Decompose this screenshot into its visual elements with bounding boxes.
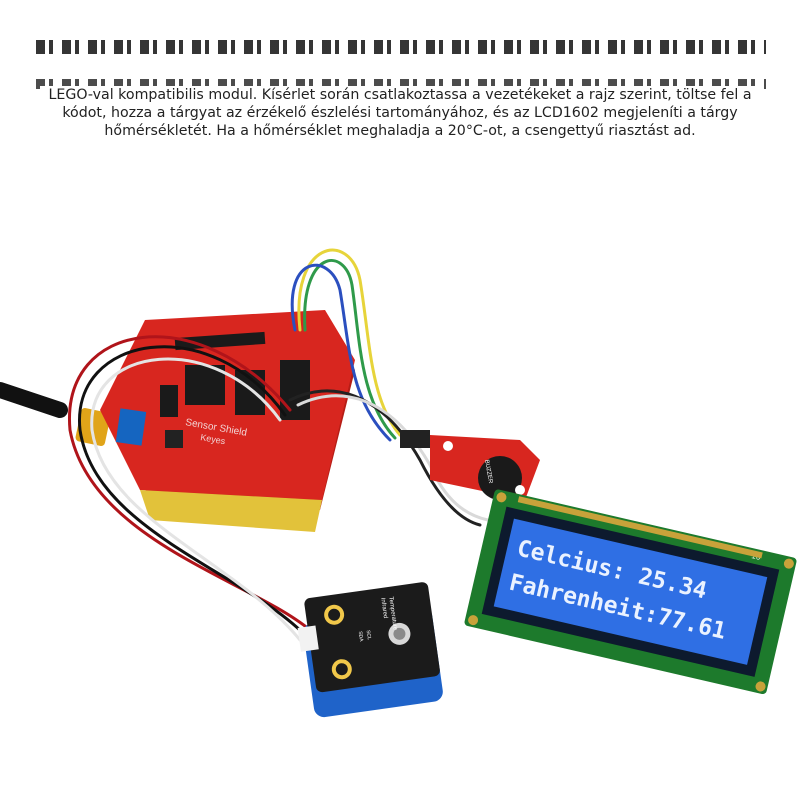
wire-black-loop <box>78 345 307 637</box>
wire-green <box>303 259 397 440</box>
caption-area: LEGO-val kompatibilis modul. Kísérlet so… <box>0 0 800 160</box>
garbled-text-line <box>36 79 766 89</box>
garbled-text-line <box>36 40 766 54</box>
shield-label-2: Keyes <box>200 432 227 446</box>
lcd1602-module: Celcius: 25.34 Fahrenheit:77.61 16 <box>464 489 797 695</box>
buzzer-module: BUZZER <box>400 430 540 500</box>
wire-yellow <box>297 248 402 437</box>
terminal-block <box>115 408 147 446</box>
reset-button <box>165 430 183 448</box>
wire-white <box>296 394 490 522</box>
usb-cable <box>0 382 68 418</box>
sensor-pin-1: SDA <box>357 631 364 643</box>
caption-text: LEGO-val kompatibilis modul. Kísérlet so… <box>40 86 760 140</box>
sensor-pin-2: SCL <box>365 630 372 641</box>
sensor-shield: Sensor Shield Keyes <box>100 310 355 532</box>
wire-white-loop <box>90 357 302 642</box>
temperature-sensor-block: Temperature Infrared SDA SCL <box>297 582 443 718</box>
buzzer-label: BUZZER <box>483 459 493 484</box>
lcd-screen <box>493 518 768 665</box>
wire-red-loop <box>68 335 312 632</box>
sensor-label-1: Temperature <box>387 596 398 631</box>
product-photo: Sensor Shield Keyes BUZZER Celcius: 25.3… <box>0 248 797 718</box>
sensor-label-2: Infrared <box>379 597 388 618</box>
buzzer-body <box>478 456 522 500</box>
